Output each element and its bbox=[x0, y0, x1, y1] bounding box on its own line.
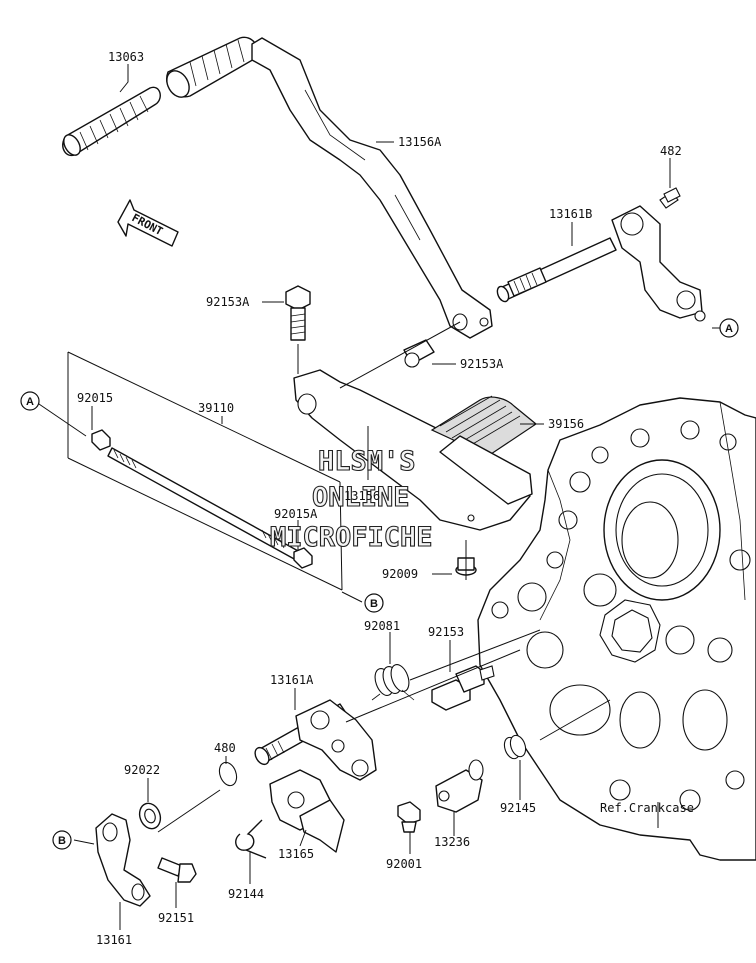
label-92151: 92151 bbox=[158, 911, 194, 925]
label-92022: 92022 bbox=[124, 763, 160, 777]
part-labels: 13063 13156A 482 13161B 92153A 92153A 92… bbox=[77, 50, 694, 947]
label-480: 480 bbox=[214, 741, 236, 755]
label-92153A-upper: 92153A bbox=[206, 295, 250, 309]
label-92153A-mid: 92153A bbox=[460, 357, 504, 371]
pawl-13165 bbox=[299, 799, 345, 853]
label-92081: 92081 bbox=[364, 619, 400, 633]
washer-92022 bbox=[138, 802, 162, 830]
label-92153: 92153 bbox=[428, 625, 464, 639]
marker-b-left-label: B bbox=[58, 835, 66, 847]
watermark-line-1: HLSM'S bbox=[318, 446, 416, 477]
label-ref-crankcase: Ref.Crankcase bbox=[600, 801, 694, 815]
label-13161B: 13161B bbox=[549, 207, 592, 221]
circlip-480 bbox=[218, 761, 238, 787]
label-13161A: 13161A bbox=[270, 673, 314, 687]
label-92001: 92001 bbox=[386, 857, 422, 871]
spring-92081 bbox=[371, 664, 415, 701]
label-13236: 13236 bbox=[434, 835, 470, 849]
label-39156: 39156 bbox=[548, 417, 584, 431]
label-92144: 92144 bbox=[228, 887, 264, 901]
marker-b-right-label: B bbox=[370, 598, 378, 610]
bolt-92153A-upper bbox=[285, 285, 311, 341]
marker-a-right: A bbox=[719, 318, 739, 338]
leader-lines bbox=[35, 64, 720, 930]
label-92015A: 92015A bbox=[274, 507, 318, 521]
front-direction-arrow: FRONT bbox=[117, 199, 179, 247]
marker-a-right-label: A bbox=[725, 323, 733, 335]
watermark: HLSM'S ONLINE MICROFICHE bbox=[269, 445, 433, 553]
marker-b-right: B bbox=[364, 593, 384, 613]
bolt-92151 bbox=[157, 857, 197, 883]
bolt-92001 bbox=[397, 801, 421, 833]
spring-92144 bbox=[235, 819, 267, 859]
label-92145: 92145 bbox=[500, 801, 536, 815]
marker-a-left-label: A bbox=[26, 396, 34, 408]
shift-pedal-13156A bbox=[166, 36, 493, 339]
label-482: 482 bbox=[660, 144, 682, 158]
washer-482 bbox=[663, 187, 681, 203]
pedal-pad-39156 bbox=[439, 435, 533, 505]
pin-92153 bbox=[431, 665, 495, 711]
crankcase bbox=[477, 397, 756, 861]
label-13156A: 13156A bbox=[398, 135, 442, 149]
shift-pedal-rubber-13063 bbox=[62, 86, 161, 157]
label-92009: 92009 bbox=[382, 567, 418, 581]
label-92015: 92015 bbox=[77, 391, 113, 405]
label-13165: 13165 bbox=[278, 847, 314, 861]
shift-shaft-13161B bbox=[496, 191, 706, 322]
label-13063: 13063 bbox=[108, 50, 144, 64]
label-13161: 13161 bbox=[96, 933, 132, 947]
spring-92145 bbox=[503, 734, 527, 760]
stopper-13236 bbox=[435, 759, 484, 813]
watermark-line-2: ONLINE bbox=[312, 482, 410, 513]
link-13161 bbox=[95, 813, 151, 907]
marker-a-left: A bbox=[20, 391, 40, 411]
shift-rod-39110 bbox=[67, 351, 343, 591]
label-13156: 13156 bbox=[344, 489, 380, 503]
marker-b-left: B bbox=[52, 830, 72, 850]
label-39110: 39110 bbox=[198, 401, 234, 415]
watermark-line-3: MICROFICHE bbox=[270, 522, 433, 553]
